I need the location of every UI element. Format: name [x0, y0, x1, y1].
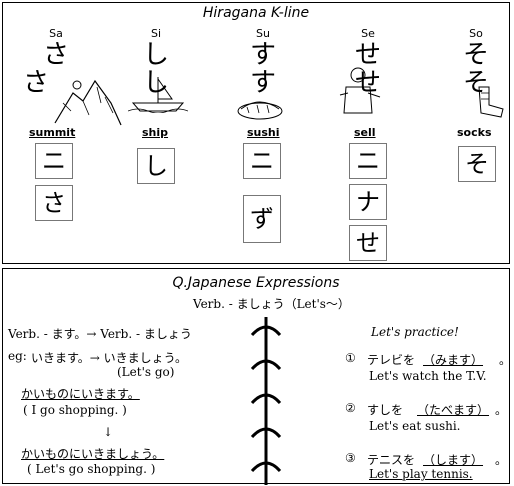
word-summit: summit: [29, 126, 76, 139]
ship-icon: [128, 77, 188, 113]
practice-1-translation: Let's watch the T.V.: [369, 369, 487, 383]
stroke-su-1: ニ: [243, 143, 281, 179]
expressions-subtitle: Verb. - ましょう（Let's～）: [193, 297, 350, 311]
eg-translation: (Let's go): [117, 365, 175, 379]
kana-sa: さ: [42, 40, 69, 70]
kana-se: せ: [354, 40, 381, 70]
eg-line: いきます。→ いきましょう。: [31, 351, 187, 365]
example-plain: かいものにいきます。: [21, 387, 140, 401]
expressions-panel: Q.Japanese Expressions Verb. - ましょう（Let'…: [2, 268, 512, 485]
practice-1-prompt: テレビを: [367, 353, 416, 367]
column-se: Se せ せ: [323, 27, 413, 97]
kana-se-mnemonic: せ: [354, 68, 381, 98]
practice-2-translation: Let's eat sushi.: [369, 419, 461, 433]
stroke-si-1: し: [137, 148, 175, 184]
column-si: Si し し: [111, 27, 201, 97]
practice-1-number: ①: [345, 351, 356, 365]
romaji-so: So: [469, 27, 483, 40]
seller-person-icon: [339, 67, 381, 114]
stroke-sa-1: ニ: [35, 143, 73, 179]
romaji-su: Su: [256, 27, 270, 40]
kana-su: す: [249, 40, 276, 70]
practice-2-answer: （たべます）: [417, 403, 490, 417]
kana-si-mnemonic: し: [142, 68, 169, 98]
romaji-sa: Sa: [49, 27, 63, 40]
hiragana-panel: Hiragana K-line Sa さ さ summit ニ さ Si し し…: [2, 2, 510, 264]
example-volitional: かいものにいきましょう。: [21, 447, 165, 461]
kana-so-mnemonic: そ: [462, 68, 489, 98]
kana-sa-mnemonic: さ: [22, 68, 49, 98]
stroke-se-2: ナ: [349, 184, 387, 220]
stroke-se-1: ニ: [349, 143, 387, 179]
summit-mountain-icon: [54, 79, 122, 126]
grammar-rule: Verb. - ます。→ Verb. - ましょう: [8, 327, 192, 341]
stroke-su-2: ず: [243, 195, 281, 243]
word-ship: ship: [142, 126, 169, 139]
kana-si: し: [142, 40, 169, 70]
practice-1-end: 。: [499, 353, 512, 367]
practice-1-answer: （みます）: [423, 353, 484, 367]
expressions-title: Q.Japanese Expressions: [172, 275, 340, 291]
sushi-icon: [237, 101, 283, 120]
romaji-se: Se: [361, 27, 375, 40]
word-sell: sell: [354, 126, 376, 139]
column-sa: Sa さ さ: [11, 27, 101, 97]
sock-icon: [478, 86, 504, 118]
hiragana-title: Hiragana K-line: [202, 5, 310, 21]
example-volitional-translation: ( Let's go shopping. ): [27, 462, 156, 476]
eg-prefix: eg:: [8, 349, 27, 363]
divider-ornament-icon: [250, 317, 282, 485]
stroke-so-1: そ: [458, 146, 496, 182]
practice-title: Let's practice!: [371, 325, 459, 339]
practice-3-number: ③: [345, 451, 356, 465]
column-su: Su す す: [218, 27, 308, 97]
practice-3-translation: Let's play tennis.: [369, 467, 473, 481]
down-arrow: ↓: [103, 425, 114, 439]
word-socks: socks: [457, 126, 492, 139]
practice-2-prompt: すしを: [367, 403, 404, 417]
practice-3-end: 。: [495, 453, 508, 467]
kana-so: そ: [462, 40, 489, 70]
word-sushi: sushi: [247, 126, 280, 139]
practice-3-prompt: テニスを: [367, 453, 416, 467]
practice-2-number: ②: [345, 401, 356, 415]
romaji-si: Si: [150, 27, 162, 40]
stroke-se-3: せ: [349, 225, 387, 261]
stroke-sa-2: さ: [35, 185, 73, 221]
kana-su-mnemonic: す: [249, 68, 276, 98]
practice-2-end: 。: [495, 403, 508, 417]
practice-3-answer: （します）: [423, 453, 484, 467]
example-plain-translation: ( I go shopping. ): [23, 403, 127, 417]
column-so: So そ そ: [431, 27, 514, 97]
